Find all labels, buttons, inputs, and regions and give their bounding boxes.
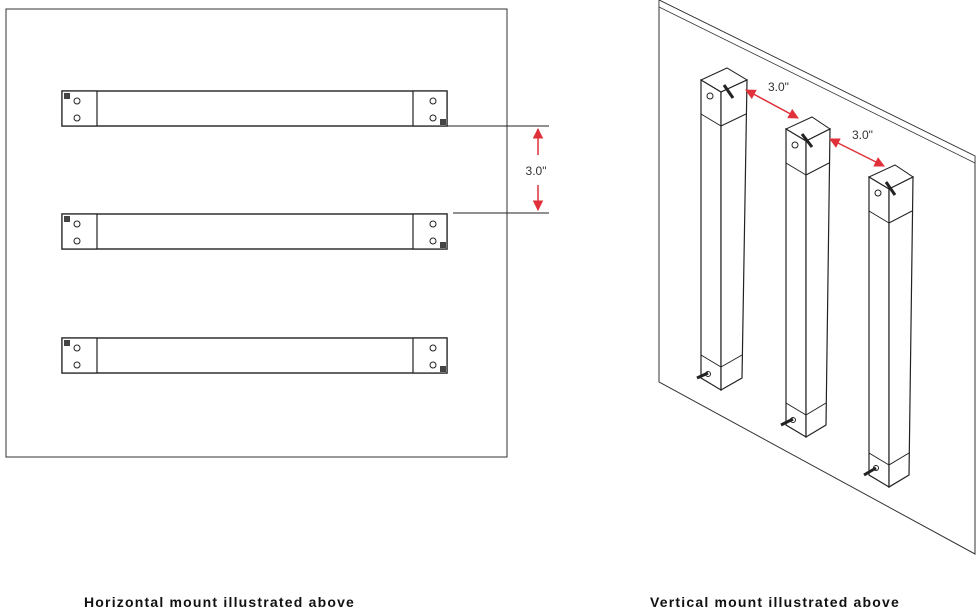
screw-icon [722, 84, 735, 99]
horizontal-spacing-dimension: 3.0" [447, 125, 549, 214]
vertical-mount-caption: Vertical mount illustrated above [650, 594, 901, 610]
vertical-spacing-dimensions: 3.0" 3.0" [745, 80, 885, 167]
connector-icon [64, 93, 70, 99]
vertical-spacing-label-1: 3.0" [768, 80, 789, 94]
horizontal-spacing-label: 3.0" [526, 164, 547, 178]
horizontal-bar-2 [61, 213, 448, 250]
connector-icon [440, 119, 446, 125]
vertical-bar-1 [696, 67, 749, 392]
horizontal-mount-caption: Horizontal mount illustrated above [84, 594, 356, 610]
screw-icon [696, 371, 709, 380]
vertical-bar-2 [780, 116, 831, 439]
vertical-mount-diagram: 3.0" 3.0" [658, 0, 976, 555]
horizontal-bar-3 [61, 337, 448, 374]
horizontal-mount-diagram: 3.0" [5, 8, 549, 458]
vertical-bar-3 [863, 164, 914, 489]
vertical-spacing-label-2: 3.0" [852, 128, 873, 142]
horizontal-bar-1 [61, 90, 448, 127]
